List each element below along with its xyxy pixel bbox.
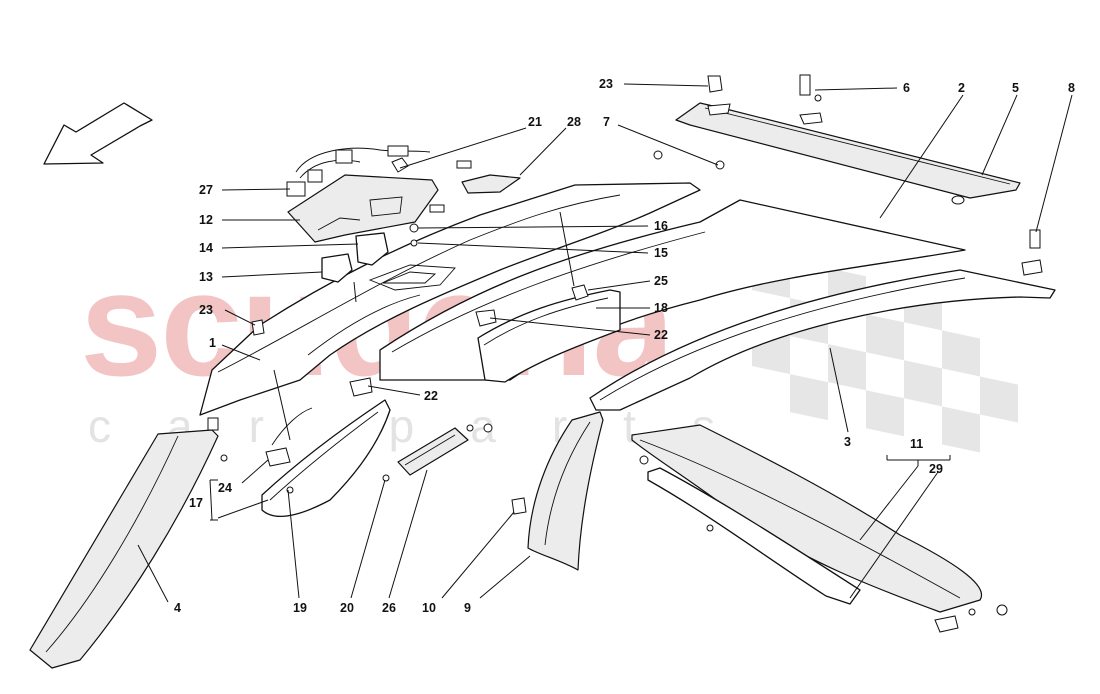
part-5-rail <box>675 102 1021 205</box>
callout-15: 15 <box>654 246 668 260</box>
leader-lines <box>137 83 1073 603</box>
callout-7: 7 <box>603 115 610 129</box>
fasteners <box>220 74 1043 633</box>
callout-19: 19 <box>293 601 307 615</box>
callout-3: 3 <box>844 435 851 449</box>
callout-23-left: 23 <box>199 303 213 317</box>
callout-6: 6 <box>903 81 910 95</box>
callout-labels: 23 7 6 2 5 8 21 28 27 12 14 13 23 1 16 1… <box>174 77 1075 615</box>
callout-8: 8 <box>1068 81 1075 95</box>
callout-17: 17 <box>189 496 203 510</box>
callout-11: 11 <box>910 437 923 451</box>
callout-2: 2 <box>958 81 965 95</box>
part-21-bulb <box>391 157 472 213</box>
part-22-visor-hook <box>349 309 497 397</box>
callout-12: 12 <box>199 213 213 227</box>
direction-arrow-icon <box>43 102 153 165</box>
callout-5: 5 <box>1012 81 1019 95</box>
part-29-trim-strip <box>647 467 861 605</box>
callout-16: 16 <box>654 219 668 233</box>
callout-21: 21 <box>528 115 542 129</box>
part-9-b-pillar-trim <box>527 411 604 571</box>
callout-20: 20 <box>340 601 354 615</box>
part-10-clip <box>511 497 527 515</box>
callout-18: 18 <box>654 301 668 315</box>
callout-26: 26 <box>382 601 396 615</box>
callout-28: 28 <box>567 115 581 129</box>
part-11-c-pillar-trim <box>631 424 983 613</box>
part-4-a-pillar-trim <box>29 417 219 669</box>
callout-22-left: 22 <box>424 389 438 403</box>
callout-22-right: 22 <box>654 328 668 342</box>
callout-23-top: 23 <box>599 77 613 91</box>
part-12-overhead-console <box>287 174 439 243</box>
callout-9: 9 <box>464 601 471 615</box>
part-17-sun-visor-left <box>261 399 391 517</box>
callout-27: 27 <box>199 183 213 197</box>
part-18-sun-visor-right <box>477 289 621 383</box>
part-13-switch <box>321 253 353 283</box>
part-27-wiring-loom <box>286 145 431 197</box>
callout-25: 25 <box>654 274 668 288</box>
callout-14: 14 <box>199 241 213 255</box>
part-26-vanity-mirror <box>397 427 469 476</box>
part-1-headliner-front <box>199 182 701 416</box>
part-28-courtesy-lamp <box>461 174 521 194</box>
part-14-switch <box>355 232 389 266</box>
callout-24: 24 <box>218 481 232 495</box>
callout-4: 4 <box>174 601 181 615</box>
part-3-rear-rail <box>589 269 1056 411</box>
callout-13: 13 <box>199 270 213 284</box>
part-25-visor-clip <box>571 284 589 301</box>
callout-1: 1 <box>209 336 216 350</box>
callout-10: 10 <box>422 601 436 615</box>
callout-29: 29 <box>929 462 943 476</box>
